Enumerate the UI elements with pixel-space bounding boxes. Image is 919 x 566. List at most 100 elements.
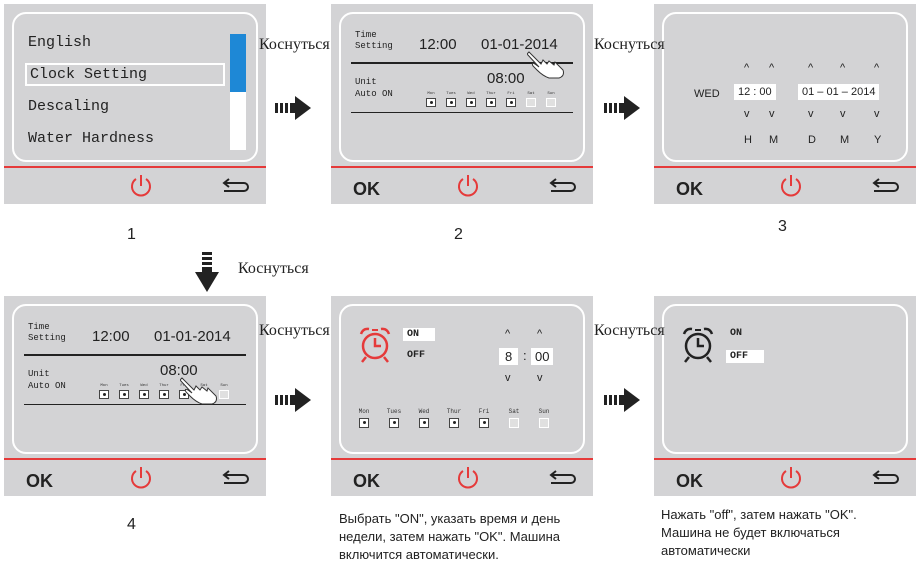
on-option[interactable]: ON [730, 328, 743, 339]
time-setting-label: Time Setting [355, 30, 393, 52]
scrollbar[interactable] [230, 34, 246, 150]
caption-5-line3: включится автоматически. [339, 547, 499, 562]
ok-button[interactable]: OK [26, 471, 53, 491]
weekday-checkbox[interactable] [466, 98, 476, 107]
weekday-label: Sun [220, 384, 228, 388]
down-arrow-month[interactable]: v [840, 108, 846, 120]
time-setting-line1: Time [355, 30, 377, 40]
hand-pointer-icon [180, 376, 220, 406]
current-time: 12:00 [419, 36, 457, 53]
label-minute: M [769, 134, 779, 146]
power-icon[interactable] [780, 466, 802, 490]
menu-item-clock-setting[interactable]: Clock Setting [25, 63, 225, 86]
weekday-checkbox[interactable] [159, 390, 169, 399]
weekday-checkbox[interactable] [99, 390, 109, 399]
menu-item-english[interactable]: English [28, 34, 92, 51]
panel-1-screen: English Clock Setting Descaling Water Ha… [12, 12, 258, 162]
weekday-checkbox[interactable] [526, 98, 536, 107]
off-option[interactable]: OFF [726, 350, 765, 363]
power-icon[interactable] [130, 466, 152, 490]
minute-value[interactable]: 00 [531, 348, 554, 365]
power-icon[interactable] [780, 174, 802, 198]
panel-step-3: WED 12 : 00 01 – 01 – 2014 ^ ^ ^ ^ ^ v v… [654, 4, 916, 204]
arrow-right-icon [275, 388, 311, 412]
power-icon[interactable] [457, 466, 479, 490]
weekday-checkbox[interactable] [449, 418, 459, 428]
back-icon[interactable] [549, 470, 577, 488]
hand-pointer-icon [527, 50, 567, 80]
down-arrow-hour[interactable]: v [744, 108, 750, 120]
scrollbar-thumb[interactable] [230, 34, 246, 92]
power-icon[interactable] [130, 174, 152, 198]
back-icon[interactable] [872, 470, 900, 488]
day-value[interactable]: 01 [802, 86, 815, 98]
ok-button[interactable]: OK [676, 471, 703, 491]
weekday-label: Tues [119, 384, 129, 388]
on-option[interactable]: ON [403, 328, 436, 341]
caption-6-line2: Машина не будет включаться [661, 525, 840, 540]
ok-button[interactable]: OK [353, 471, 380, 491]
back-icon[interactable] [222, 470, 250, 488]
ok-button[interactable]: OK [353, 179, 380, 199]
hour-value[interactable]: 12 [738, 86, 751, 98]
weekday-checkboxes [421, 98, 561, 107]
down-arrow-day[interactable]: v [808, 108, 814, 120]
panel-5-divider [331, 458, 593, 460]
panel-6-screen: ON OFF [662, 304, 908, 454]
weekday-checkbox[interactable] [539, 418, 549, 428]
auto-on-time: 08:00 [487, 70, 525, 87]
date-field: 01 – 01 – 2014 [798, 84, 880, 100]
weekday-checkbox[interactable] [119, 390, 129, 399]
weekday-checkbox[interactable] [359, 418, 369, 428]
weekday-checkbox[interactable] [219, 390, 229, 399]
up-arrow-month[interactable]: ^ [840, 62, 846, 74]
up-arrow-minute[interactable]: ^ [769, 62, 775, 74]
up-arrow-hour[interactable]: ^ [505, 328, 511, 340]
minute-value[interactable]: 00 [759, 86, 772, 98]
step-number-2: 2 [454, 226, 463, 243]
weekday-checkbox[interactable] [446, 98, 456, 107]
up-arrow-year[interactable]: ^ [874, 62, 880, 74]
arrow-right-icon [275, 96, 311, 120]
arrow-down-icon [195, 252, 219, 292]
weekday-checkbox[interactable] [139, 390, 149, 399]
month-value[interactable]: 01 [826, 86, 839, 98]
back-icon[interactable] [549, 178, 577, 196]
weekday-checkbox[interactable] [419, 418, 429, 428]
weekday-checkbox[interactable] [389, 418, 399, 428]
weekday-checkbox[interactable] [426, 98, 436, 107]
off-option[interactable]: OFF [407, 350, 426, 361]
weekday-label: Fri [507, 92, 515, 96]
down-arrow-minute[interactable]: v [769, 108, 775, 120]
year-value[interactable]: 2014 [850, 86, 876, 98]
unit-line2: Auto ON [355, 89, 393, 99]
weekday-label: Wed [467, 92, 475, 96]
divider-line-bottom [24, 404, 246, 405]
time-separator: : [523, 348, 527, 363]
weekday-checkbox[interactable] [509, 418, 519, 428]
back-icon[interactable] [222, 178, 250, 196]
weekday-checkbox[interactable] [486, 98, 496, 107]
time-setting-line2: Setting [355, 41, 393, 51]
panel-step-2: Time Setting 12:00 01-01-2014 Unit Auto … [331, 4, 593, 204]
weekday-checkbox[interactable] [479, 418, 489, 428]
up-arrow-hour[interactable]: ^ [744, 62, 750, 74]
panel-3-screen: WED 12 : 00 01 – 01 – 2014 ^ ^ ^ ^ ^ v v… [662, 12, 908, 162]
weekday-checkbox[interactable] [506, 98, 516, 107]
down-arrow-year[interactable]: v [874, 108, 880, 120]
up-arrow-minute[interactable]: ^ [537, 328, 543, 340]
back-icon[interactable] [872, 178, 900, 196]
down-arrow-minute[interactable]: v [537, 372, 543, 384]
weekday-label: Mon [100, 384, 108, 388]
down-arrow-hour[interactable]: v [505, 372, 511, 384]
hour-value[interactable]: 8 [499, 348, 519, 365]
up-arrow-day[interactable]: ^ [808, 62, 814, 74]
menu-item-water-hardness[interactable]: Water Hardness [28, 130, 155, 147]
weekday-label: Wed [140, 384, 148, 388]
weekday-label: Wed [418, 408, 430, 415]
menu-item-descaling[interactable]: Descaling [28, 98, 110, 115]
ok-button[interactable]: OK [676, 179, 703, 199]
weekday-checkbox[interactable] [546, 98, 556, 107]
power-icon[interactable] [457, 174, 479, 198]
time-setting-line2: Setting [28, 333, 66, 343]
